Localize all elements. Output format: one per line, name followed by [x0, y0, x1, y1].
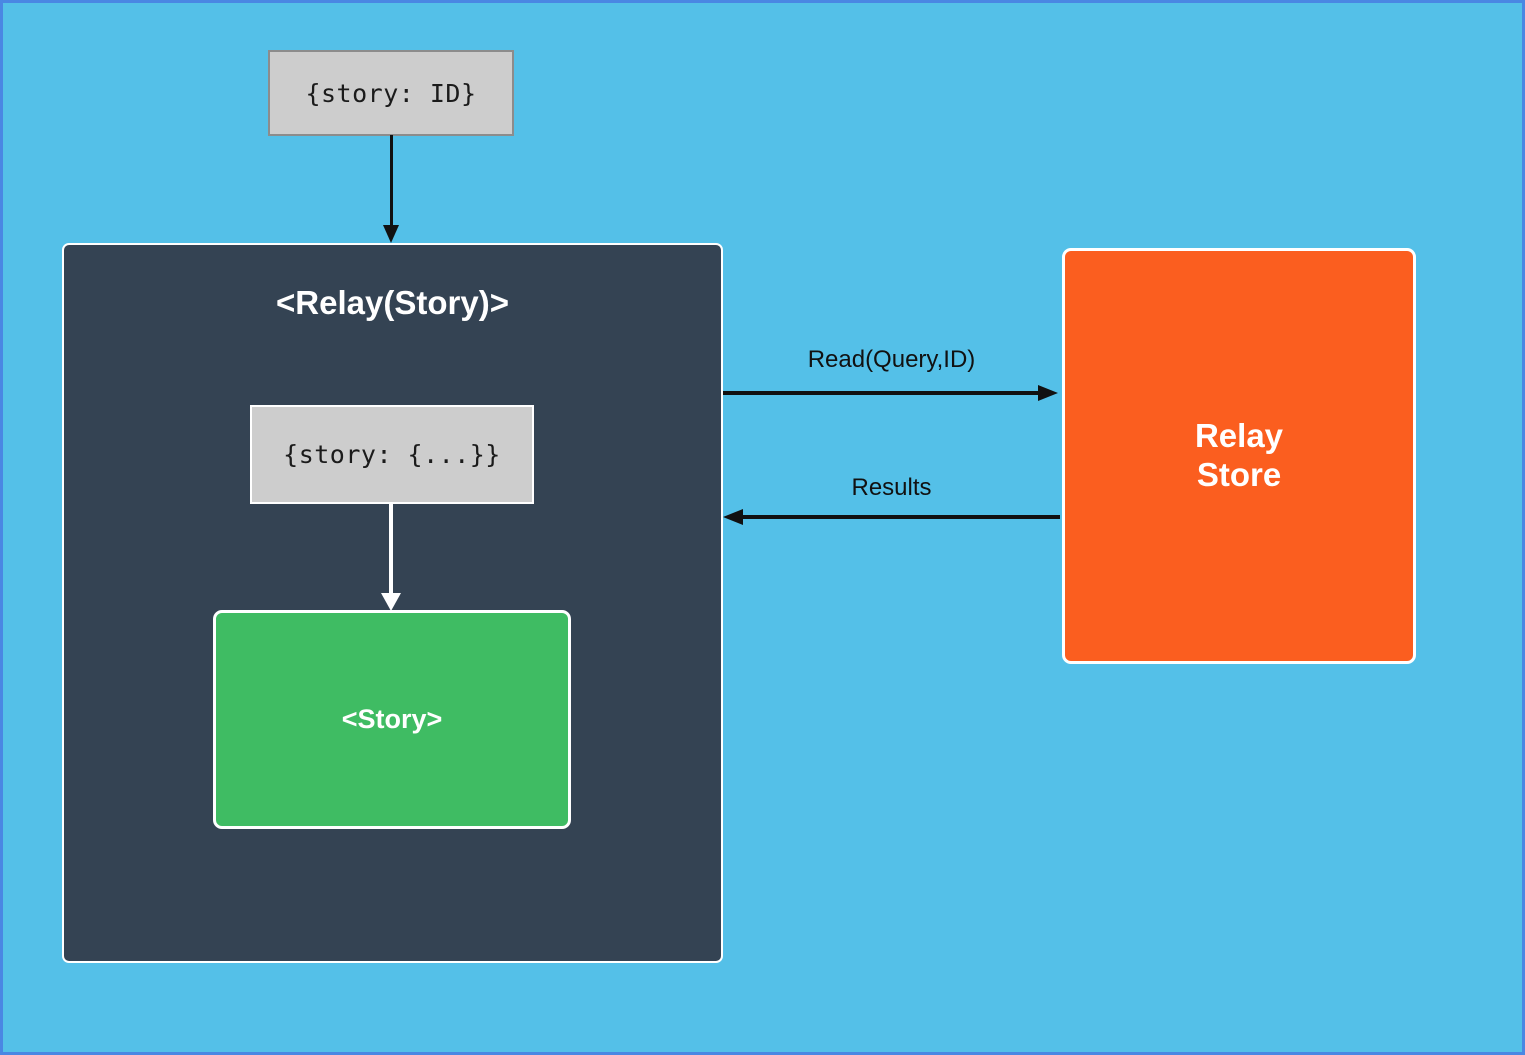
read-arrow-line: [723, 391, 1040, 395]
resolved-props-label: {story: {...}}: [283, 440, 501, 469]
resolved-props-box: {story: {...}}: [250, 405, 534, 504]
read-edge-label: Read(Query,ID): [807, 346, 976, 373]
story-arrow-line: [389, 504, 393, 596]
story-arrow-head-icon: [381, 593, 401, 611]
results-edge-label: Results: [851, 474, 932, 501]
props-input-label: {story: ID}: [305, 78, 477, 108]
props-input-box: {story: ID}: [268, 50, 514, 136]
props-arrow-line: [390, 135, 393, 227]
relay-component-title: <Relay(Story)>: [276, 284, 509, 321]
story-component-box: <Story>: [213, 610, 571, 829]
results-arrow-head-icon: [723, 509, 743, 525]
relay-store-label: Relay Store: [1194, 417, 1284, 493]
story-component-label: <Story>: [341, 704, 443, 734]
results-arrow-line: [743, 515, 1060, 519]
relay-store-box: Relay Store: [1062, 248, 1416, 664]
read-arrow-head-icon: [1038, 385, 1058, 401]
props-arrow-head-icon: [383, 225, 399, 243]
